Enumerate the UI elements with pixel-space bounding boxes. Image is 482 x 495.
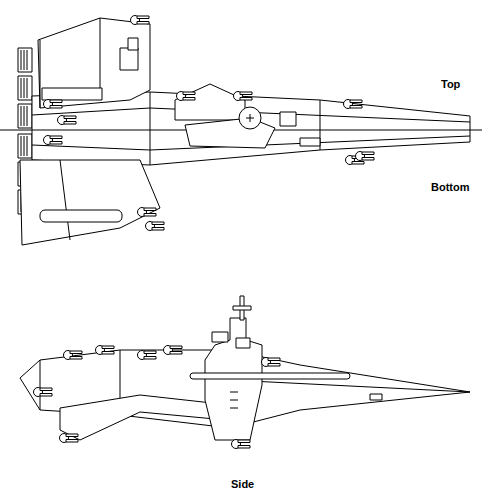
side-view [20, 296, 470, 449]
view-label: Side [230, 479, 255, 490]
top-bottom-view [0, 16, 482, 246]
view-label: Top [440, 79, 461, 90]
view-label: Bottom [430, 182, 471, 193]
